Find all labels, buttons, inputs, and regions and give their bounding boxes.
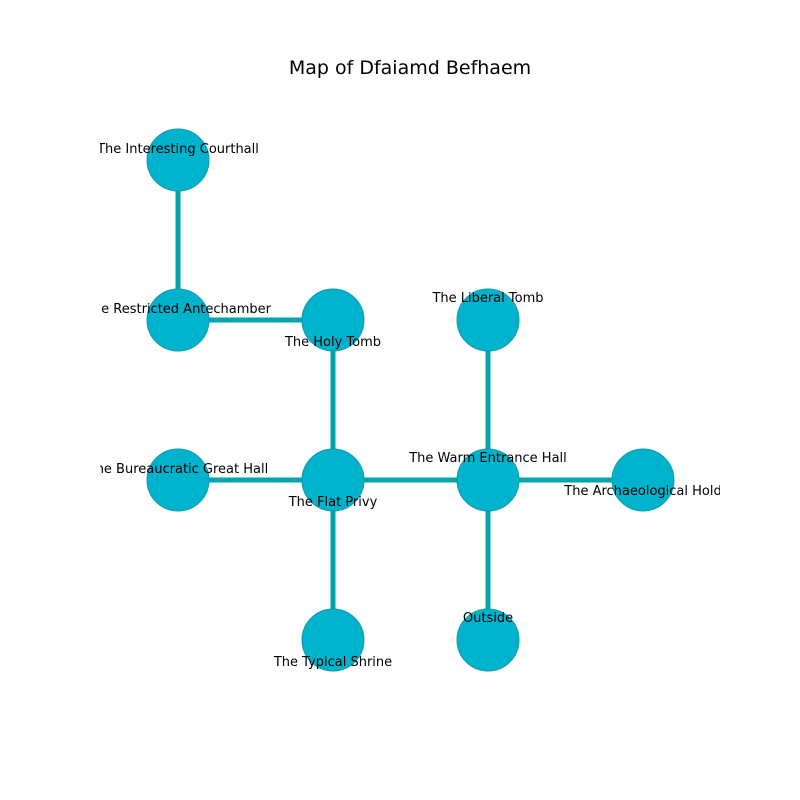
room-node-great_hall (146, 448, 210, 512)
room-label-courthall: The Interesting Courthall (96, 142, 259, 157)
room-label-holy_tomb: The Holy Tomb (284, 335, 381, 350)
room-node-hold (611, 448, 675, 512)
room-node-outside (456, 608, 520, 672)
room-node-liberal_tomb (456, 288, 520, 352)
room-node-entrance (456, 448, 520, 512)
rooms-layer (146, 128, 675, 672)
room-node-privy (301, 448, 365, 512)
room-label-liberal_tomb: The Liberal Tomb (431, 291, 543, 306)
room-label-outside: Outside (463, 611, 513, 626)
room-node-holy_tomb (301, 288, 365, 352)
room-node-shrine (301, 608, 365, 672)
map-title: Map of Dfaiamd Befhaem (289, 57, 531, 79)
room-label-hold: The Archaeological Hold (563, 484, 721, 499)
connections-layer (175, 160, 643, 640)
room-label-privy: The Flat Privy (288, 495, 378, 510)
room-label-entrance: The Warm Entrance Hall (408, 451, 567, 466)
room-label-great_hall: The Bureaucratic Great Hall (87, 462, 268, 477)
room-label-shrine: The Typical Shrine (273, 655, 392, 670)
room-label-antechamber: The Restricted Antechamber (84, 302, 272, 317)
room-node-courthall (146, 128, 210, 192)
room-node-antechamber (146, 288, 210, 352)
